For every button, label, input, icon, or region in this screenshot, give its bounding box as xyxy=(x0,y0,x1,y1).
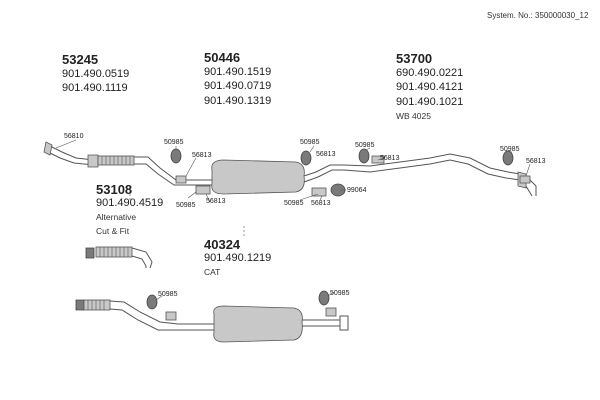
flex-pipe xyxy=(97,155,135,166)
group-title-50446: 50446 xyxy=(204,50,241,65)
callout-label: 56813 xyxy=(206,198,226,205)
part-number: 901.490.1219 xyxy=(204,252,272,264)
group-title-53700: 53700 xyxy=(396,51,433,66)
system-number: System. No.: 350000030_12 xyxy=(487,11,589,20)
callout-label: 56813 xyxy=(311,200,331,207)
alternative-pipe xyxy=(85,246,153,269)
group-note: CAT xyxy=(204,267,221,277)
callout-label: 50985 xyxy=(284,200,304,207)
leader-lines-upper xyxy=(55,139,531,203)
callout-label: 50985 xyxy=(300,139,320,146)
part-number: 901.490.4519 xyxy=(96,197,164,209)
group-title-40324: 40324 xyxy=(204,237,241,252)
part-number: 901.490.1319 xyxy=(204,95,272,107)
part-number: 901.490.1021 xyxy=(396,96,464,108)
callout-label: 50985 xyxy=(355,142,375,149)
callout-label: 50985 xyxy=(500,146,520,153)
front-pipe-53245 xyxy=(43,141,99,168)
lower-assembly-40324 xyxy=(75,290,349,343)
group-title-53108: 53108 xyxy=(96,182,133,197)
callout-label: 99064 xyxy=(347,187,367,194)
group-note: WB 4025 xyxy=(396,111,431,121)
part-number: 901.490.0719 xyxy=(204,80,272,92)
middle-pipe-50446 xyxy=(134,156,344,195)
callout-label: 50985 xyxy=(330,290,350,297)
callout-label: 56813 xyxy=(192,152,212,159)
group-title-53245: 53245 xyxy=(62,52,99,67)
callout-label: 56813 xyxy=(380,155,400,162)
part-number: 690.490.0221 xyxy=(396,67,464,79)
hanger-group-upper xyxy=(170,148,531,197)
part-number: 901.490.1519 xyxy=(204,66,272,78)
callout-label: 56810 xyxy=(64,133,84,140)
callout-label: 50985 xyxy=(164,139,184,146)
part-number: 901.490.0519 xyxy=(62,68,130,80)
group-note: Cut & Fit xyxy=(96,226,130,236)
callout-label: 50985 xyxy=(176,202,196,209)
part-number: 901.490.4121 xyxy=(396,81,464,93)
part-number: 901.490.1119 xyxy=(62,82,128,94)
callout-label: 50985 xyxy=(158,291,178,298)
callout-label: 56813 xyxy=(526,158,546,165)
callout-label: 56813 xyxy=(316,151,336,158)
group-note: Alternative xyxy=(96,212,137,222)
